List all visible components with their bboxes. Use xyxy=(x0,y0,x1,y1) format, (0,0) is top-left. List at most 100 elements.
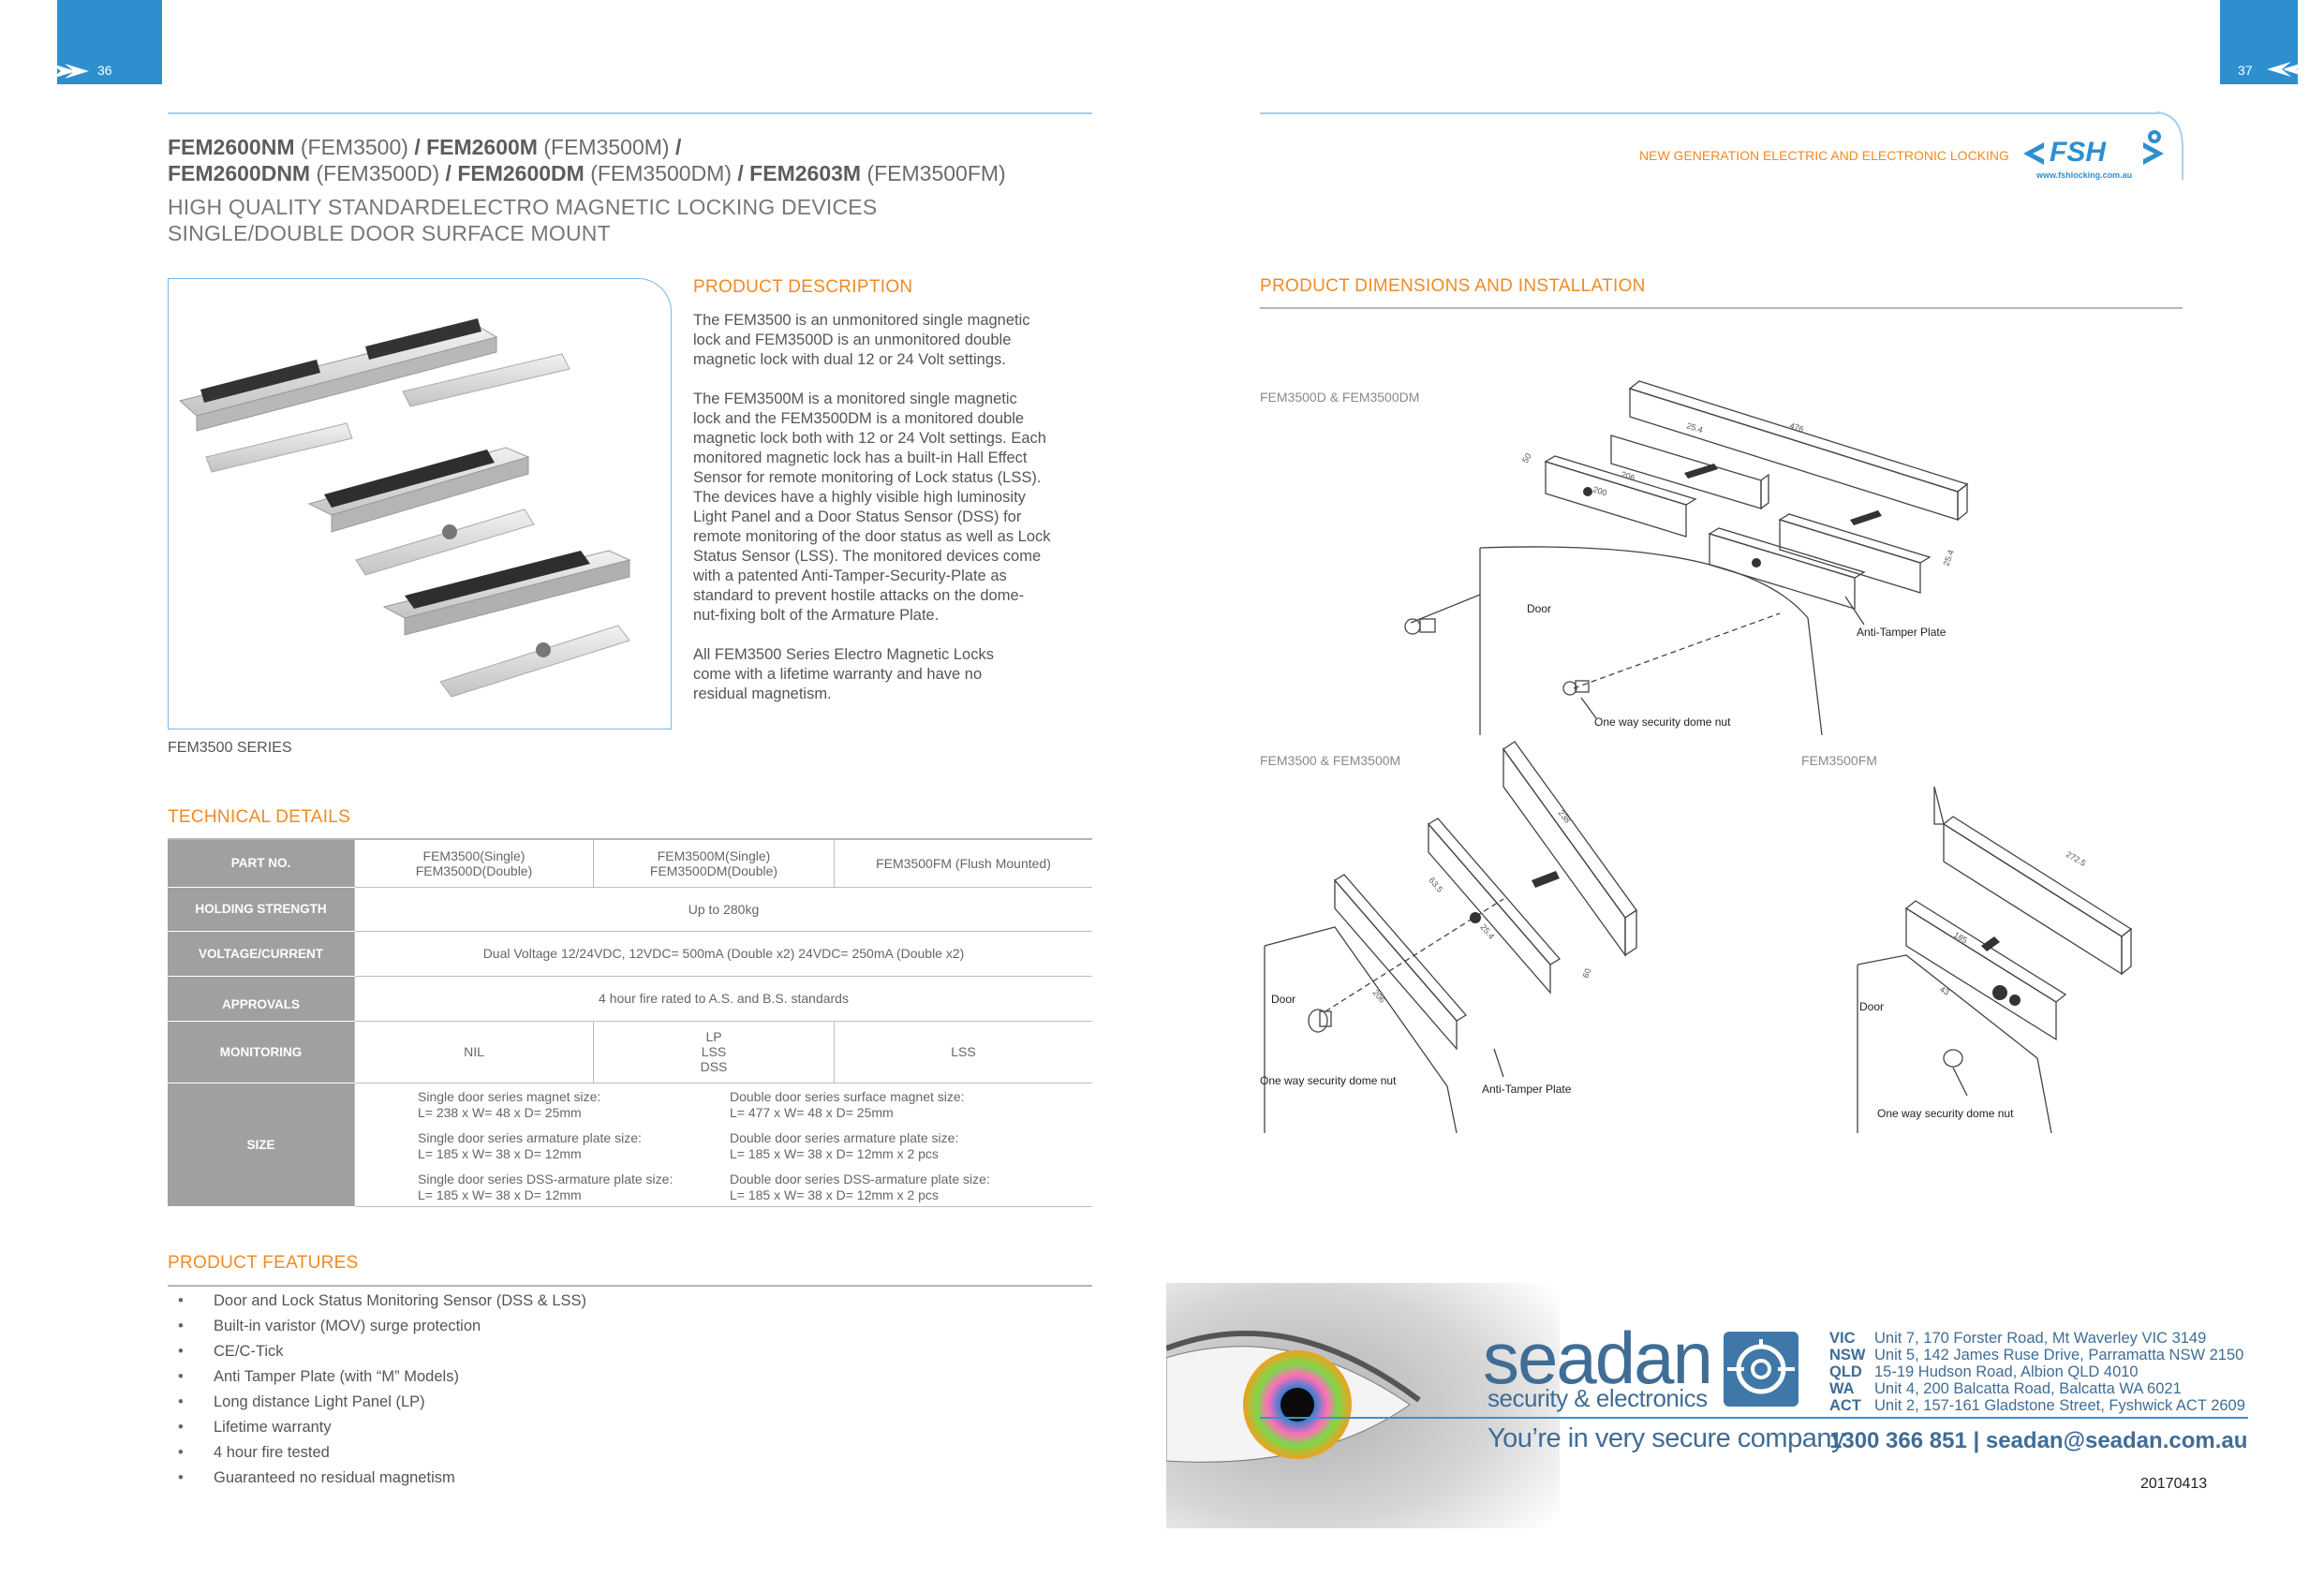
dimension-label: 206 xyxy=(1620,469,1636,482)
size-details: Single door series magnet size:L= 238 x … xyxy=(354,1083,1092,1207)
label-anti-tamper-1: Anti-Tamper Plate xyxy=(1857,626,1947,639)
drawing-label-flush: FEM3500FM xyxy=(1801,753,1877,768)
table-row: PART NO. FEM3500(Single)FEM3500D(Double)… xyxy=(168,840,1092,888)
table-row: VOLTAGE/CURRENT Dual Voltage 12/24VDC, 1… xyxy=(168,931,1092,977)
list-item: Anti Tamper Plate (with “M” Models) xyxy=(178,1368,586,1393)
seadan-brand: seadan xyxy=(1483,1317,1713,1399)
technical-details-table: PART NO. FEM3500(Single)FEM3500D(Double)… xyxy=(168,840,1092,1207)
dimension-label: 60 xyxy=(1580,967,1592,980)
dimension-label: 206 xyxy=(1370,988,1386,1005)
label-door-2: Door xyxy=(1271,993,1296,1006)
product-features-rule xyxy=(168,1285,1092,1287)
header-curve-icon xyxy=(2155,111,2183,180)
part-no-cell-2: FEM3500M(Single)FEM3500DM(Double) xyxy=(593,840,835,888)
right-header-rule xyxy=(1260,112,2159,114)
dimension-label: 238 xyxy=(1556,808,1572,825)
double-door-installation-drawing: 476 50 206 200 25.4 25.4 xyxy=(1404,380,1969,735)
left-header-rule xyxy=(168,112,1092,114)
row-label-size: SIZE xyxy=(168,1083,355,1207)
dimension-label: 476 xyxy=(1788,420,1804,434)
row-label-part-no: PART NO. xyxy=(168,840,355,888)
product-title-line-1: FEM2600NM (FEM3500) / FEM2600M (FEM3500M… xyxy=(168,135,682,159)
footer-blue-rule xyxy=(1260,1417,2248,1419)
approvals-value: 4 hour fire rated to A.S. and B.S. stand… xyxy=(354,976,1092,1022)
part-no-cell-1: FEM3500(Single)FEM3500D(Double) xyxy=(354,840,594,888)
product-description-text: The FEM3500 is an unmonitored single mag… xyxy=(693,311,1105,704)
seadan-brand-sub: security & electronics xyxy=(1488,1384,1708,1412)
voltage-value: Dual Voltage 12/24VDC, 12VDC= 500mA (Dou… xyxy=(354,931,1092,977)
fsh-logo-text: FSH xyxy=(2050,137,2106,168)
label-anti-tamper-2: Anti-Tamper Plate xyxy=(1482,1083,1572,1096)
page-number-left: 36 xyxy=(97,63,112,78)
list-item: Built-in varistor (MOV) surge protection xyxy=(178,1318,586,1343)
dimension-label: 63.5 xyxy=(1427,876,1444,894)
row-label-approvals: APPROVALS xyxy=(168,976,355,1022)
product-title-line-2: FEM2600DNM (FEM3500D) / FEM2600DM (FEM35… xyxy=(168,161,1006,185)
list-item: Long distance Light Panel (LP) xyxy=(178,1393,586,1419)
table-row: HOLDING STRENGTH Up to 280kg xyxy=(168,887,1092,932)
right-page-arrow-icon xyxy=(2265,58,2306,85)
label-dome-nut-2: One way security dome nut xyxy=(1260,1074,1397,1087)
label-door-3: Door xyxy=(1859,1000,1885,1013)
table-row: APPROVALS 4 hour fire rated to A.S. and … xyxy=(168,976,1092,1022)
eye-image xyxy=(1166,1283,1560,1528)
dimension-label: 50 xyxy=(1520,451,1533,464)
header-tagline: NEW GENERATION ELECTRIC AND ELECTRONIC L… xyxy=(1639,148,2009,163)
dimension-label: 272.5 xyxy=(2065,849,2088,868)
label-dome-nut-1: One way security dome nut xyxy=(1594,715,1731,729)
features-list: Door and Lock Status Monitoring Sensor (… xyxy=(178,1292,586,1495)
row-label-monitoring: MONITORING xyxy=(168,1021,355,1083)
document-code: 20170413 xyxy=(2140,1476,2208,1492)
product-features-heading: PRODUCT FEATURES xyxy=(168,1253,359,1273)
fsh-logo-url: www.fshlocking.com.au xyxy=(2036,170,2133,180)
dimension-label: 43 xyxy=(1938,984,1951,997)
seadan-slogan: You’re in very secure company xyxy=(1488,1423,1844,1453)
contact-details: 1300 366 851 | seadan@seadan.com.au xyxy=(1829,1428,2248,1453)
seadan-logo-icon xyxy=(1724,1332,1799,1407)
dimensions-rule xyxy=(1260,307,2183,309)
single-door-installation-drawing: 238 63.5 25.4 206 60 xyxy=(1264,741,1637,1133)
label-dome-nut-3: One way security dome nut xyxy=(1877,1107,2014,1120)
description-paragraph-3: All FEM3500 Series Electro Magnetic Lock… xyxy=(693,646,994,702)
list-item: Lifetime warranty xyxy=(178,1419,586,1444)
list-item: Guaranteed no residual magnetism xyxy=(178,1469,586,1495)
technical-details-heading: TECHNICAL DETAILS xyxy=(168,807,351,827)
row-label-holding-strength: HOLDING STRENGTH xyxy=(168,887,355,932)
dimensions-heading: PRODUCT DIMENSIONS AND INSTALLATION xyxy=(1260,276,1646,296)
table-row: SIZE Single door series magnet size:L= 2… xyxy=(168,1083,1092,1207)
drawing-label-double: FEM3500D & FEM3500DM xyxy=(1260,390,1420,405)
left-page-arrow-icon xyxy=(52,60,93,87)
label-door-1: Door xyxy=(1527,602,1552,615)
description-paragraph-1: The FEM3500 is an unmonitored single mag… xyxy=(693,312,1030,368)
description-paragraph-2: The FEM3500M is a monitored single magne… xyxy=(693,391,1051,624)
flush-mount-installation-drawing: 272.5 185 43 xyxy=(1857,786,2133,1133)
dimension-label: 25.4 xyxy=(1478,922,1496,941)
product-subtitle-1: HIGH QUALITY STANDARDELECTRO MAGNETIC LO… xyxy=(168,195,878,219)
technical-details-rule xyxy=(168,838,1092,840)
dimension-label: 25.4 xyxy=(1685,420,1704,435)
monitoring-cell-1: NIL xyxy=(354,1021,594,1083)
product-description-heading: PRODUCT DESCRIPTION xyxy=(693,277,913,297)
holding-strength-value: Up to 280kg xyxy=(354,887,1092,932)
product-subtitle-2: SINGLE/DOUBLE DOOR SURFACE MOUNT xyxy=(168,221,611,245)
list-item: CE/C-Tick xyxy=(178,1343,586,1368)
product-photo xyxy=(168,278,672,730)
part-no-cell-3: FEM3500FM (Flush Mounted) xyxy=(834,840,1092,888)
photo-caption: FEM3500 SERIES xyxy=(168,740,292,756)
dimension-label: 25.4 xyxy=(1941,549,1955,567)
row-label-voltage: VOLTAGE/CURRENT xyxy=(168,931,355,977)
page-number-right: 37 xyxy=(2238,63,2253,78)
drawing-label-single: FEM3500 & FEM3500M xyxy=(1260,753,1401,768)
monitoring-cell-3: LSS xyxy=(834,1021,1092,1083)
fsh-logo: FSH www.fshlocking.com.au xyxy=(2023,129,2164,185)
list-item: Door and Lock Status Monitoring Sensor (… xyxy=(178,1292,586,1318)
list-item: 4 hour fire tested xyxy=(178,1444,586,1469)
